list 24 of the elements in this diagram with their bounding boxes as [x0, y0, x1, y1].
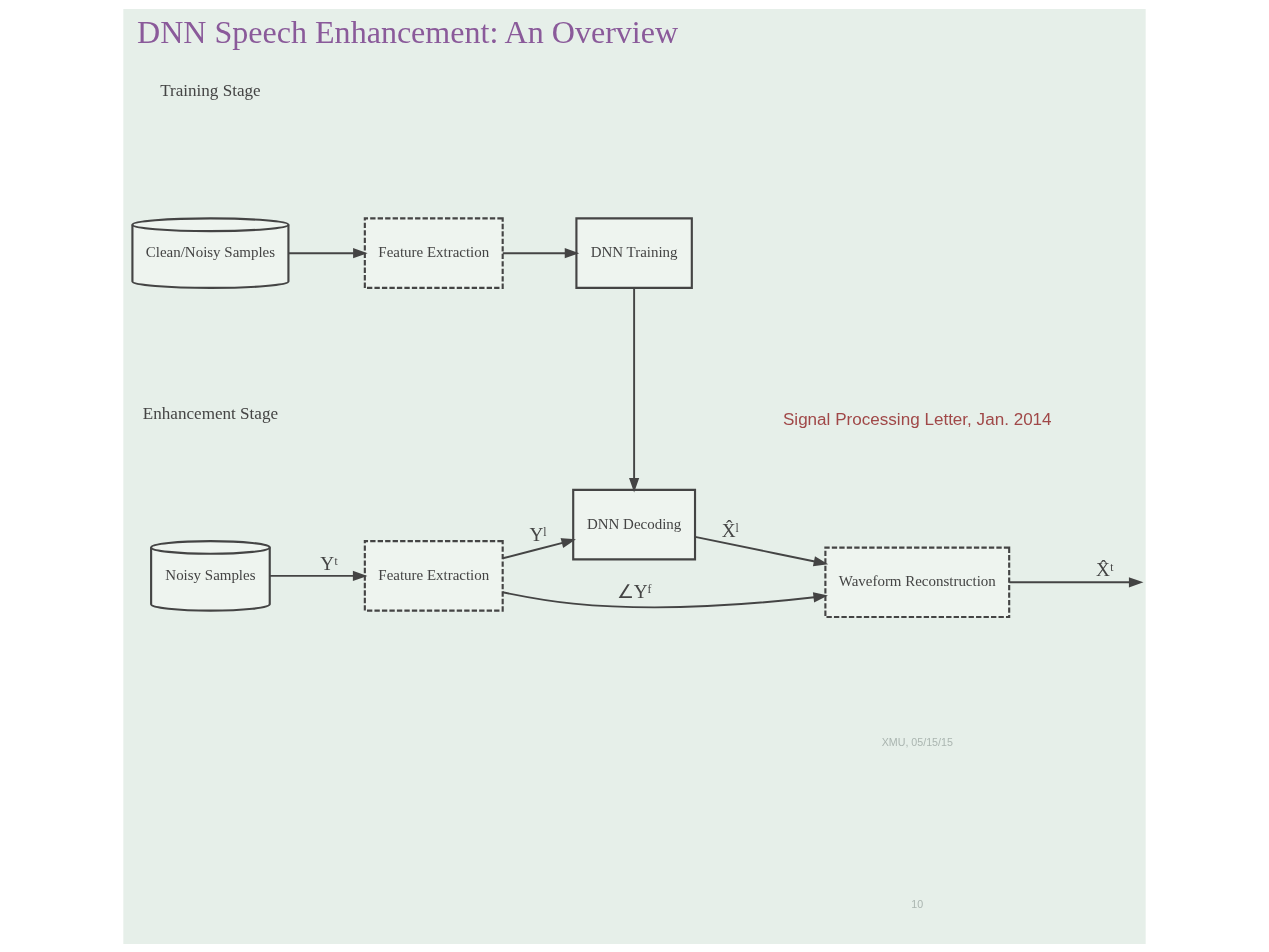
label: XMU, 05/15/15 [881, 735, 953, 748]
node-box: DNN Training [575, 216, 693, 289]
arrow [629, 286, 640, 492]
arrow [501, 537, 576, 559]
edge-label: Yˡ [529, 523, 547, 545]
node-box: Feature Extraction [363, 216, 504, 289]
arrow [694, 535, 829, 566]
edge-label: Yᵗ [320, 552, 338, 574]
label: 10 [911, 897, 924, 910]
arrow [268, 570, 368, 581]
edge-label: X̂ᵗ [1096, 558, 1114, 580]
label: Enhancement Stage [142, 403, 278, 423]
arrow [1008, 576, 1144, 587]
arrow [501, 247, 580, 258]
arrow [287, 247, 368, 258]
node-box: Feature Extraction [363, 539, 504, 612]
edge-label: ∠Yᶠ [616, 580, 652, 602]
node-box: Waveform Reconstruction [824, 546, 1011, 618]
edge-label: X̂ˡ [721, 519, 739, 541]
diagram-title: DNN Speech Enhancement: An Overview [137, 13, 679, 50]
label: Training Stage [160, 80, 261, 100]
node-box: DNN Decoding [572, 488, 697, 560]
arrow [501, 590, 828, 608]
label: Signal Processing Letter, Jan. 2014 [782, 409, 1052, 429]
